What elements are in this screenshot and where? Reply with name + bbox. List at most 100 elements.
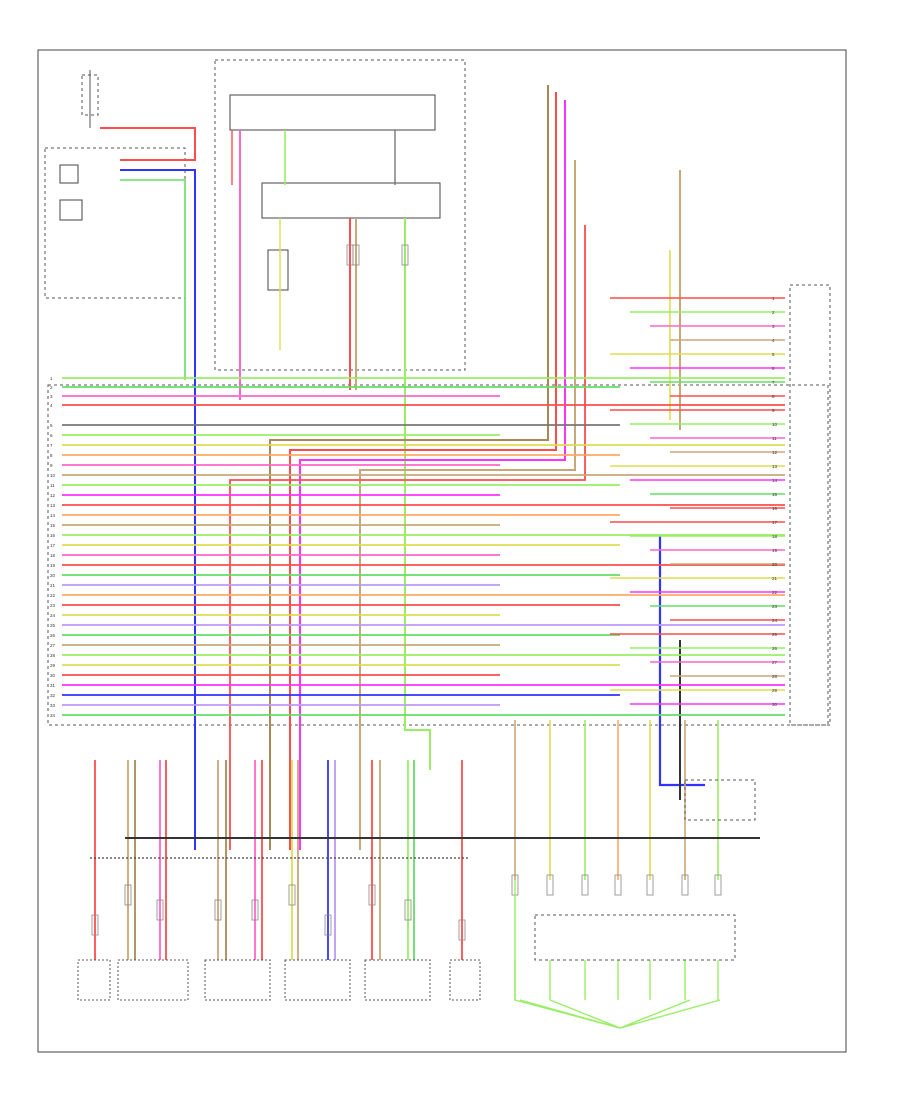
right-pin-number: 25 xyxy=(772,632,778,637)
sensor-box xyxy=(77,959,111,1001)
right-pin-number: 10 xyxy=(772,422,778,427)
left-pin-number: 8 xyxy=(50,453,53,458)
connector-mark xyxy=(352,244,360,266)
left-pin-number: 12 xyxy=(50,493,56,498)
left-pin-number: 23 xyxy=(50,603,56,608)
right-pin-number: 4 xyxy=(772,338,775,343)
right-pin-number: 21 xyxy=(772,576,778,581)
left-pin-number: 4 xyxy=(50,403,53,408)
right-pin-number: 2 xyxy=(772,310,775,315)
right-pin-number: 15 xyxy=(772,492,778,497)
connector-mark xyxy=(124,884,132,906)
sensor-box xyxy=(284,959,351,1001)
wire-green-feed xyxy=(120,179,186,380)
right-pin-number: 12 xyxy=(772,450,778,455)
right-pin-number: 28 xyxy=(772,674,778,679)
left-pin-number: 13 xyxy=(50,503,56,508)
connector-mark xyxy=(714,874,722,896)
sensor-box xyxy=(449,959,481,1001)
sensor-box xyxy=(364,959,431,1001)
left-pin-number: 34 xyxy=(50,713,56,718)
wire-red-feed xyxy=(100,127,196,161)
left-pin-number: 15 xyxy=(50,523,56,528)
right-pin-number: 17 xyxy=(772,520,778,525)
connector-mark xyxy=(546,874,554,896)
left-pin-number: 25 xyxy=(50,623,56,628)
wire-right-brown xyxy=(269,85,549,850)
wire-right-red xyxy=(289,92,557,850)
left-pin-number: 16 xyxy=(50,533,56,538)
engine-control-module xyxy=(47,384,829,726)
left-pin-number: 3 xyxy=(50,394,53,399)
right-pin-number: 30 xyxy=(772,702,778,707)
right-pin-number: 1 xyxy=(772,296,775,301)
wire-harness-green xyxy=(404,218,431,770)
fuel-injector-group xyxy=(514,880,736,1029)
power-source-block xyxy=(81,70,99,128)
connector-mark xyxy=(288,884,296,906)
left-pin-number: 1 xyxy=(50,376,53,381)
connector-mark xyxy=(401,244,409,266)
left-pin-number: 33 xyxy=(50,703,56,708)
right-pin-number: 3 xyxy=(772,324,775,329)
left-pin-number: 14 xyxy=(50,513,56,518)
wire-right-red2 xyxy=(229,225,586,850)
left-pin-number: 7 xyxy=(50,443,53,448)
left-pin-number: 11 xyxy=(50,483,55,488)
wire-crank-blue xyxy=(658,535,705,787)
left-pin-number: 10 xyxy=(50,473,56,478)
left-pin-number: 17 xyxy=(50,543,56,548)
sensor-group xyxy=(77,244,722,1001)
right-pin-number: 5 xyxy=(772,352,775,357)
left-pin-number: 28 xyxy=(50,653,56,658)
connector-mark xyxy=(681,874,689,896)
wire-right-tan xyxy=(359,160,576,850)
left-pin-number: 30 xyxy=(50,673,56,678)
connector-mark xyxy=(251,899,259,921)
left-pin-number: 32 xyxy=(50,693,56,698)
right-pin-number: 18 xyxy=(772,534,778,539)
connector-mark xyxy=(458,919,466,941)
left-pin-number: 31 xyxy=(50,683,56,688)
connector-mark xyxy=(368,884,376,906)
right-pin-number: 11 xyxy=(772,436,777,441)
right-pin-number: 6 xyxy=(772,366,775,371)
left-pin-number: 26 xyxy=(50,633,56,638)
left-pin-number: 2 xyxy=(50,385,53,390)
right-pin-number: 13 xyxy=(772,464,778,469)
right-pin-number: 24 xyxy=(772,618,778,623)
left-pin-number: 24 xyxy=(50,613,56,618)
wire-blue-feed xyxy=(120,169,196,850)
diagram-frame xyxy=(37,49,847,1053)
right-pin-number: 7 xyxy=(772,380,775,385)
connector-mark xyxy=(214,899,222,921)
fuse-relay-block-left xyxy=(44,147,186,299)
pin-labels: 1234567891011121314151617181920212223242… xyxy=(50,296,778,718)
right-pin-number: 16 xyxy=(772,506,778,511)
right-pin-number: 26 xyxy=(772,646,778,651)
connector-mark xyxy=(324,914,332,936)
wire-group xyxy=(62,85,785,1000)
left-pin-number: 9 xyxy=(50,463,53,468)
left-pin-number: 29 xyxy=(50,663,56,668)
connector-mark xyxy=(404,899,412,921)
connector-mark xyxy=(91,914,99,936)
sensor-box xyxy=(117,959,189,1001)
right-pin-number: 9 xyxy=(772,408,775,413)
right-pin-number: 23 xyxy=(772,604,778,609)
crankshaft-sensor xyxy=(684,779,756,821)
left-pin-number: 22 xyxy=(50,593,56,598)
right-pin-number: 29 xyxy=(772,688,778,693)
left-pin-number: 18 xyxy=(50,553,56,558)
left-pin-number: 5 xyxy=(50,423,53,428)
right-pin-number: 19 xyxy=(772,548,778,553)
fuse-panel-top xyxy=(214,59,466,371)
left-pin-number: 27 xyxy=(50,643,56,648)
connector-mark xyxy=(646,874,654,896)
connector-mark xyxy=(156,899,164,921)
right-pin-number: 8 xyxy=(772,394,775,399)
right-pin-number: 27 xyxy=(772,660,778,665)
sensor-box xyxy=(204,959,271,1001)
